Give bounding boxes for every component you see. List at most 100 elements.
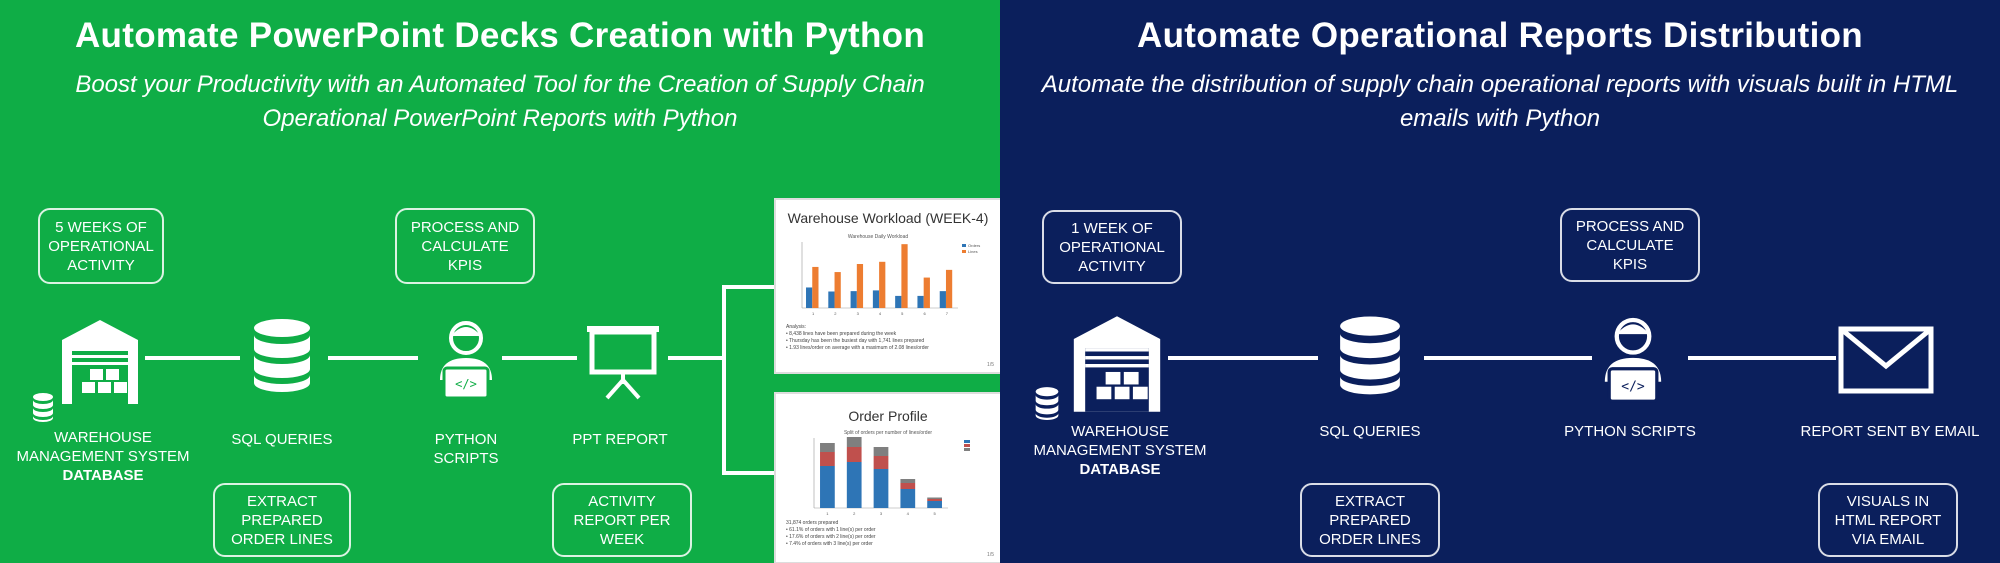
legend-label: Lines	[968, 249, 978, 254]
stacked-bar-segment	[820, 466, 835, 508]
connector	[145, 356, 240, 360]
bar-orders	[806, 287, 813, 308]
slide2-notes: 31,874 orders prepared • 61.1% of orders…	[786, 520, 876, 548]
process-kpis-box: PROCESS AND CALCULATE KPIS	[1560, 208, 1700, 282]
slide-order-profile: Order Profile Split of orders per number…	[774, 392, 1000, 563]
envelope-icon	[1838, 326, 1934, 394]
stacked-bar-segment	[900, 489, 916, 508]
slide-warehouse-workload: Warehouse Workload (WEEK-4) Warehouse Da…	[774, 198, 1000, 374]
stacked-bar-segment	[820, 452, 835, 466]
stacked-bar-segment	[927, 501, 942, 508]
legend-swatch	[962, 250, 966, 253]
stacked-bar-segment	[927, 499, 942, 501]
input-activity-box: 5 WEEKS OF OPERATIONAL ACTIVITY	[38, 208, 164, 284]
left-title: Automate PowerPoint Decks Creation with …	[74, 16, 926, 55]
stacked-bar-segment	[900, 479, 916, 483]
bar-lines	[879, 261, 886, 308]
input-activity-box: 1 WEEK OF OPERATIONAL ACTIVITY	[1042, 210, 1182, 284]
database-icon	[1340, 316, 1400, 395]
stacked-bar-segment	[846, 462, 862, 508]
slide2-note: • 17.6% of orders with 2 line(s) per ord…	[786, 534, 876, 540]
connector	[1424, 356, 1592, 360]
wms-name: WAREHOUSE MANAGEMENT SYSTEM	[1033, 423, 1207, 459]
slide1-notes-head: Analysis:	[786, 324, 807, 330]
sql-label: SQL QUERIES	[1319, 423, 1421, 440]
extract-order-lines-box: EXTRACT PREPARED ORDER LINES	[1300, 483, 1440, 557]
x-tick-label: 2	[834, 311, 837, 316]
developer-icon: </>	[1604, 317, 1662, 403]
email-label: REPORT SENT BY EMAIL	[1800, 423, 1980, 440]
bar-orders	[895, 295, 902, 308]
svg-text:</>: </>	[455, 377, 477, 391]
x-tick-label: 3	[880, 511, 883, 516]
bar-orders	[939, 291, 946, 308]
stacked-bar-segment	[846, 447, 862, 462]
ppt-label: PPT REPORT	[572, 431, 668, 448]
right-subtitle: Automate the distribution of supply chai…	[1041, 71, 1959, 132]
activity-report-box: ACTIVITY REPORT PER WEEK	[552, 483, 692, 557]
x-tick-label: 5	[933, 511, 936, 516]
wms-label: WAREHOUSE MANAGEMENT SYSTEM DATABASE	[8, 428, 198, 485]
slide1-note: • Thursday has been the busiest day with…	[786, 338, 925, 344]
slide2-notes-head: 31,874 orders prepared	[786, 520, 839, 526]
bar-lines	[923, 277, 930, 308]
bar-orders	[872, 290, 880, 308]
bar-lines	[834, 272, 841, 308]
stacked-bar-segment	[820, 443, 835, 452]
legend-swatch	[964, 444, 970, 447]
bar-lines	[856, 264, 864, 308]
stacked-bar-segment	[873, 447, 889, 456]
x-tick-label: 4	[879, 311, 882, 316]
bar-lines	[812, 266, 819, 308]
slide1-title: Warehouse Workload (WEEK-4)	[787, 210, 989, 226]
right-panel: Automate Operational Reports Distributio…	[1000, 0, 2000, 563]
slide1-note: • 8,438 lines have been prepared during …	[786, 331, 897, 337]
slide2-title: Order Profile	[848, 408, 928, 424]
stacked-bar-segment	[873, 469, 889, 508]
database-icon	[254, 319, 310, 392]
python-label: PYTHON SCRIPTS	[433, 431, 499, 467]
chart2-title: Split of orders per number of lines/orde…	[844, 430, 932, 436]
slide1-note: • 1.93 lines/order on average with a max…	[786, 345, 929, 351]
sql-label: SQL QUERIES	[231, 431, 333, 448]
connector	[668, 356, 724, 360]
slide1-notes: Analysis: • 8,438 lines have been prepar…	[786, 324, 929, 352]
wms-label: WAREHOUSE MANAGEMENT SYSTEM DATABASE	[1020, 422, 1220, 479]
warehouse-icon	[62, 320, 138, 404]
svg-text:</>: </>	[1621, 379, 1645, 394]
slide2-note: • 7.4% of orders with 3 line(s) per orde…	[786, 541, 873, 547]
stacked-bar-segment	[846, 437, 862, 447]
wms-db-label: DATABASE	[62, 467, 144, 484]
slide1-page: 1/5	[987, 362, 994, 368]
developer-icon: </>	[440, 321, 492, 400]
process-kpis-box: PROCESS AND CALCULATE KPIS	[395, 208, 535, 284]
x-tick-label: 7	[946, 311, 949, 316]
wms-db-label: DATABASE	[1079, 461, 1161, 478]
stacked-bar-segment	[900, 483, 916, 489]
connector	[722, 471, 774, 475]
connector	[1688, 356, 1836, 360]
connector	[722, 285, 774, 289]
x-tick-label: 2	[853, 511, 856, 516]
legend-swatch	[964, 440, 970, 443]
presentation-icon	[587, 326, 659, 400]
bar-lines	[945, 269, 953, 308]
x-tick-label: 1	[812, 311, 815, 316]
slide2-note: • 61.1% of orders with 1 line(s) per ord…	[786, 527, 876, 533]
bar-orders	[917, 295, 924, 308]
legend-swatch	[962, 244, 966, 247]
stacked-bar-segment	[927, 497, 942, 499]
connector	[502, 356, 577, 360]
legend-label: Orders	[968, 243, 980, 248]
slide2-page: 1/5	[987, 552, 994, 558]
left-subtitle: Boost your Productivity with an Automate…	[75, 71, 925, 132]
right-title: Automate Operational Reports Distributio…	[1137, 16, 1863, 55]
database-small-icon	[33, 393, 53, 422]
chart1-title: Warehouse Daily Workload	[848, 234, 909, 240]
database-small-icon	[1035, 387, 1059, 420]
x-tick-label: 5	[901, 311, 904, 316]
connector	[1168, 356, 1318, 360]
warehouse-icon	[1073, 316, 1161, 412]
bar-orders	[828, 291, 835, 308]
